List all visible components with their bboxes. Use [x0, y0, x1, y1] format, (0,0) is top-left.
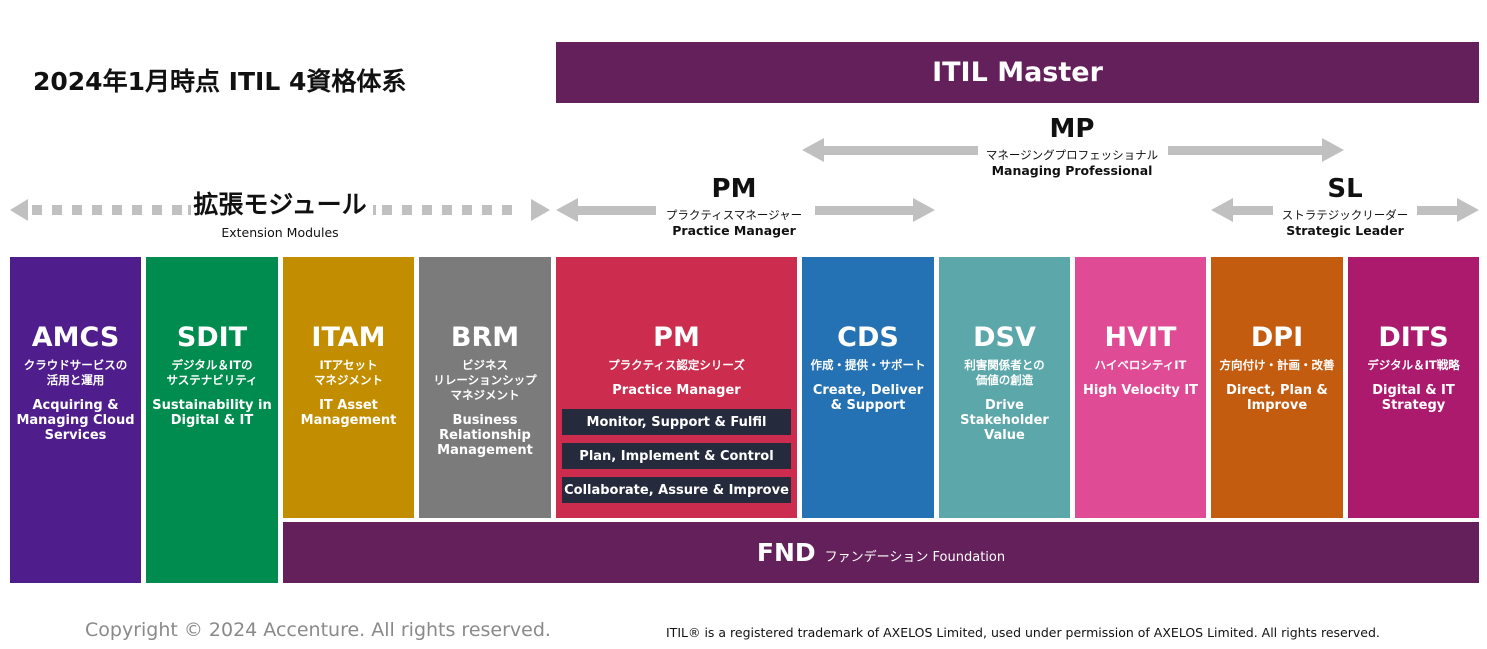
itil-master-bar: ITIL Master [556, 42, 1479, 103]
foundation-code: FND [756, 538, 816, 567]
sl-jp: ストラテジックリーダー [1281, 208, 1409, 222]
module-jp: ビジネス リレーションシップ マネジメント [433, 358, 537, 402]
mp-code: MP [1049, 114, 1095, 144]
module-code: ITAM [311, 322, 386, 353]
trademark-text: ITIL® is a registered trademark of AXELO… [666, 625, 1380, 640]
module-en: Digital & IT Strategy [1372, 383, 1455, 413]
module-en: Sustainability in Digital & IT [152, 398, 272, 428]
copyright-text: Copyright © 2024 Accenture. All rights r… [85, 619, 551, 641]
module-card-brm: BRM ビジネス リレーションシップ マネジメント Business Relat… [419, 257, 551, 518]
itil-master-label: ITIL Master [932, 57, 1103, 88]
module-code: DITS [1378, 322, 1449, 353]
mp-arrow-left [802, 138, 978, 162]
sl-heading: SL ストラテジックリーダー Strategic Leader [1245, 174, 1445, 239]
pm-jp: プラクティスマネージャー [665, 208, 803, 222]
pm-series-item: Monitor, Support & Fulfil [562, 409, 791, 435]
pm-heading: PM プラクティスマネージャー Practice Manager [634, 174, 834, 239]
page-title: 2024年1月時点 ITIL 4資格体系 [33, 67, 407, 96]
module-code: BRM [450, 322, 520, 353]
module-card-hvit: HVIT ハイベロシティIT High Velocity IT [1075, 257, 1206, 518]
pm-en: Practice Manager [672, 223, 796, 238]
module-card-sdit: SDIT デジタル＆ITの サステナビリティ Sustainability in… [146, 257, 278, 583]
module-en: Create, Deliver & Support [812, 383, 924, 413]
module-en: Direct, Plan & Improve [1226, 383, 1328, 413]
mp-arrow-right [1168, 138, 1344, 162]
module-jp: プラクティス認定シリーズ [608, 358, 745, 372]
module-code: CDS [837, 322, 899, 353]
module-jp: ITアセット マネジメント [314, 358, 383, 387]
module-en: Business Relationship Management [437, 413, 533, 458]
module-code: DPI [1250, 322, 1304, 353]
pm-arrow-left [556, 198, 656, 222]
module-card-dits: DITS デジタル＆IT戦略 Digital & IT Strategy [1348, 257, 1479, 518]
module-jp: デジタル＆IT戦略 [1367, 358, 1460, 372]
module-en: Practice Manager [612, 383, 741, 398]
module-jp: デジタル＆ITの サステナビリティ [166, 358, 258, 387]
extension-jp: 拡張モジュール [193, 190, 367, 219]
extension-en: Extension Modules [221, 225, 339, 240]
pm-code: PM [711, 174, 757, 204]
module-jp: 作成・提供・サポート [810, 358, 926, 372]
module-code: SDIT [176, 322, 248, 353]
module-card-amcs: AMCS クラウドサービスの 活用と運用 Acquiring & Managin… [10, 257, 141, 583]
module-card-pm: PM プラクティス認定シリーズ Practice Manager Monitor… [556, 257, 797, 518]
arrow-right-head [531, 199, 550, 221]
sl-en: Strategic Leader [1286, 223, 1404, 238]
module-card-dsv: DSV 利害関係者との 価値の創造 Drive Stakeholder Valu… [939, 257, 1070, 518]
mp-jp: マネージングプロフェッショナル [985, 148, 1159, 162]
module-en: IT Asset Management [300, 398, 397, 428]
foundation-sub: ファンデーション Foundation [824, 550, 1006, 565]
module-code: PM [653, 322, 700, 353]
module-en: Drive Stakeholder Value [960, 398, 1049, 443]
module-code: DSV [973, 322, 1036, 353]
module-card-cds: CDS 作成・提供・サポート Create, Deliver & Support [802, 257, 934, 518]
sl-code: SL [1327, 174, 1363, 204]
module-code: AMCS [31, 322, 120, 353]
module-card-itam: ITAM ITアセット マネジメント IT Asset Management [283, 257, 414, 518]
pm-series-item: Plan, Implement & Control [562, 443, 791, 469]
module-en: Acquiring & Managing Cloud Services [16, 398, 135, 443]
pm-series-item: Collaborate, Assure & Improve [562, 477, 791, 503]
mp-heading: MP マネージングプロフェッショナル Managing Professional [972, 114, 1172, 179]
module-jp: 方向付け・計画・改善 [1219, 358, 1335, 372]
arrow-left-head [10, 199, 28, 221]
module-jp: クラウドサービスの 活用と運用 [23, 358, 128, 387]
sl-arrow-right [1417, 198, 1479, 222]
extension-modules-arrow [10, 197, 555, 223]
module-jp: 利害関係者との 価値の創造 [964, 358, 1045, 387]
dashed-segments-right [373, 205, 512, 215]
module-card-dpi: DPI 方向付け・計画・改善 Direct, Plan & Improve [1211, 257, 1343, 518]
mp-en: Managing Professional [991, 163, 1153, 178]
foundation-bar: FND ファンデーション Foundation [283, 522, 1479, 583]
pm-arrow-right [815, 198, 935, 222]
module-code: HVIT [1104, 322, 1177, 353]
module-jp: ハイベロシティIT [1094, 358, 1187, 372]
dashed-segments-left [32, 205, 191, 215]
extension-modules-heading: 拡張モジュール Extension Modules [180, 185, 380, 240]
sl-arrow-left [1211, 198, 1273, 222]
module-en: High Velocity IT [1082, 383, 1199, 398]
